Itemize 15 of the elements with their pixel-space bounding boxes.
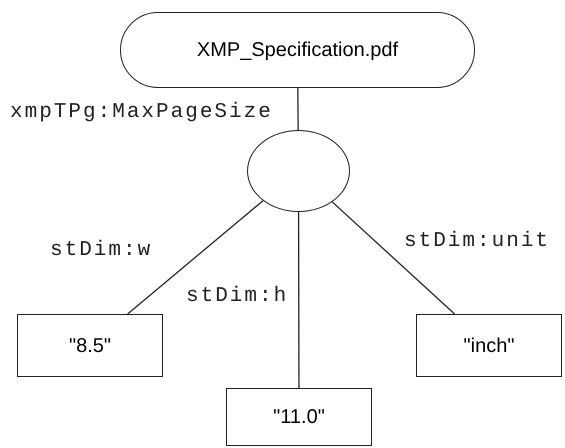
- connector-line: [298, 212, 300, 388]
- node-text: "inch": [464, 336, 514, 356]
- edge-label: stDim:unit: [404, 231, 550, 252]
- literal-box: [226, 388, 372, 446]
- edge-label: stDim:w: [50, 240, 152, 261]
- connector-line: [297, 88, 299, 130]
- edge-label: stDim:h: [186, 286, 288, 307]
- edge-label: xmpTPg:MaxPageSize: [10, 102, 273, 123]
- node-text: "8.5": [68, 336, 111, 356]
- connector-line: [332, 201, 456, 314]
- literal-box: [416, 314, 562, 377]
- literal-box: [17, 314, 163, 377]
- connector-line: [127, 200, 264, 314]
- node-text: XMP_Specification.pdf: [196, 40, 398, 60]
- node-text: "11.0": [273, 407, 325, 427]
